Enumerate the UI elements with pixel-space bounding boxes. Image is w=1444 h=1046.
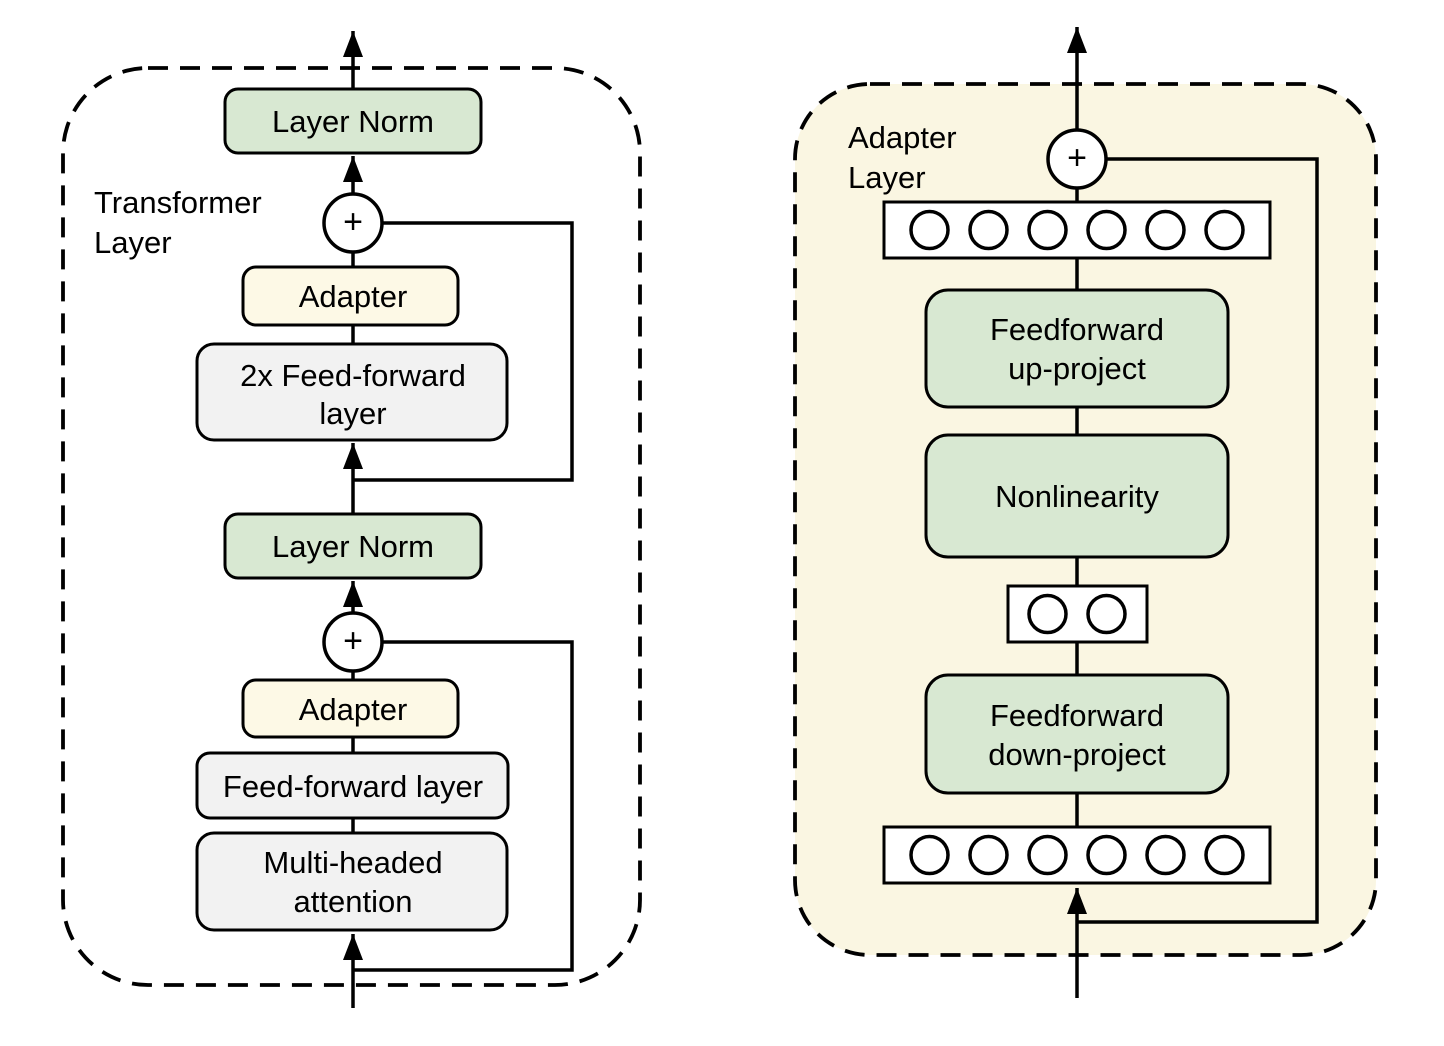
feed-forward-2x-box [195,342,509,442]
feedforward-up-project-label-line2: up-project [1008,351,1146,386]
multi-headed-attention-label-line2: attention [294,884,413,919]
layer-norm-mid-label: Layer Norm [272,529,434,564]
layer-norm-top-box [223,87,483,155]
feedforward-up-project-label-line1: Feedforward [990,312,1164,347]
adapter-layer-group: Adapter Layer Feedforward up-project Non… [793,27,1378,998]
feature-circle [968,209,1009,251]
multi-headed-attention-box [195,831,509,932]
feedforward-up-project-box [924,288,1230,409]
feedforward-down-project-box [924,673,1230,795]
feed-forward-2x-label-line2: layer [319,396,386,431]
feature-circle [1204,834,1245,876]
nonlinearity-box [924,433,1230,559]
feature-circle [909,209,950,251]
adapter-skip-connection [1077,157,1319,924]
skip-connection-lower [353,640,574,972]
adapter-top-box [241,265,460,327]
feed-forward-box [195,751,510,820]
feature-circle [1086,209,1127,251]
feature-row-bottleneck-circles [1027,593,1127,635]
feature-circle [1145,209,1186,251]
feature-circle [1086,834,1127,876]
adapter-bottom-label: Adapter [299,692,408,727]
feature-row-bottom-circles [909,834,1245,876]
adapter-add-node [1046,128,1108,190]
transformer-layer-label-line1: Transformer [94,185,262,220]
feature-circle [1027,834,1068,876]
feature-circle [1027,209,1068,251]
multi-headed-attention-label-line1: Multi-headed [263,845,442,880]
transformer-layer-label-line2: Layer [94,225,172,260]
adapter-layer-label-line2: Layer [848,160,926,195]
feed-forward-2x-label-line1: 2x Feed-forward [240,358,466,393]
feedforward-down-project-label-line2: down-project [988,737,1166,772]
nonlinearity-label: Nonlinearity [995,479,1159,514]
feedforward-down-project-label-line1: Feedforward [990,698,1164,733]
feature-circle [1145,834,1186,876]
feed-forward-label: Feed-forward layer [223,769,483,804]
add-node-bottom-label: + [343,622,363,660]
feature-circle [909,834,950,876]
feature-circle [1086,593,1127,635]
skip-connection-upper [353,221,574,482]
layer-norm-top-label: Layer Norm [272,104,434,139]
adapter-add-node-label: + [1067,139,1087,177]
feature-circle [968,834,1009,876]
add-node-bottom [322,611,384,673]
adapter-top-label: Adapter [299,279,408,314]
layer-norm-mid-box [223,512,483,580]
transformer-layer-group: Transformer Layer Layer Norm Adapter 2x … [61,31,642,1008]
adapter-bottom-box [241,678,460,739]
feature-circle [1204,209,1245,251]
feature-circle [1027,593,1068,635]
add-node-top-label: + [343,203,363,241]
adapter-layer-label-line1: Adapter [848,120,957,155]
add-node-top [322,192,384,254]
feature-row-top-circles [909,209,1245,251]
